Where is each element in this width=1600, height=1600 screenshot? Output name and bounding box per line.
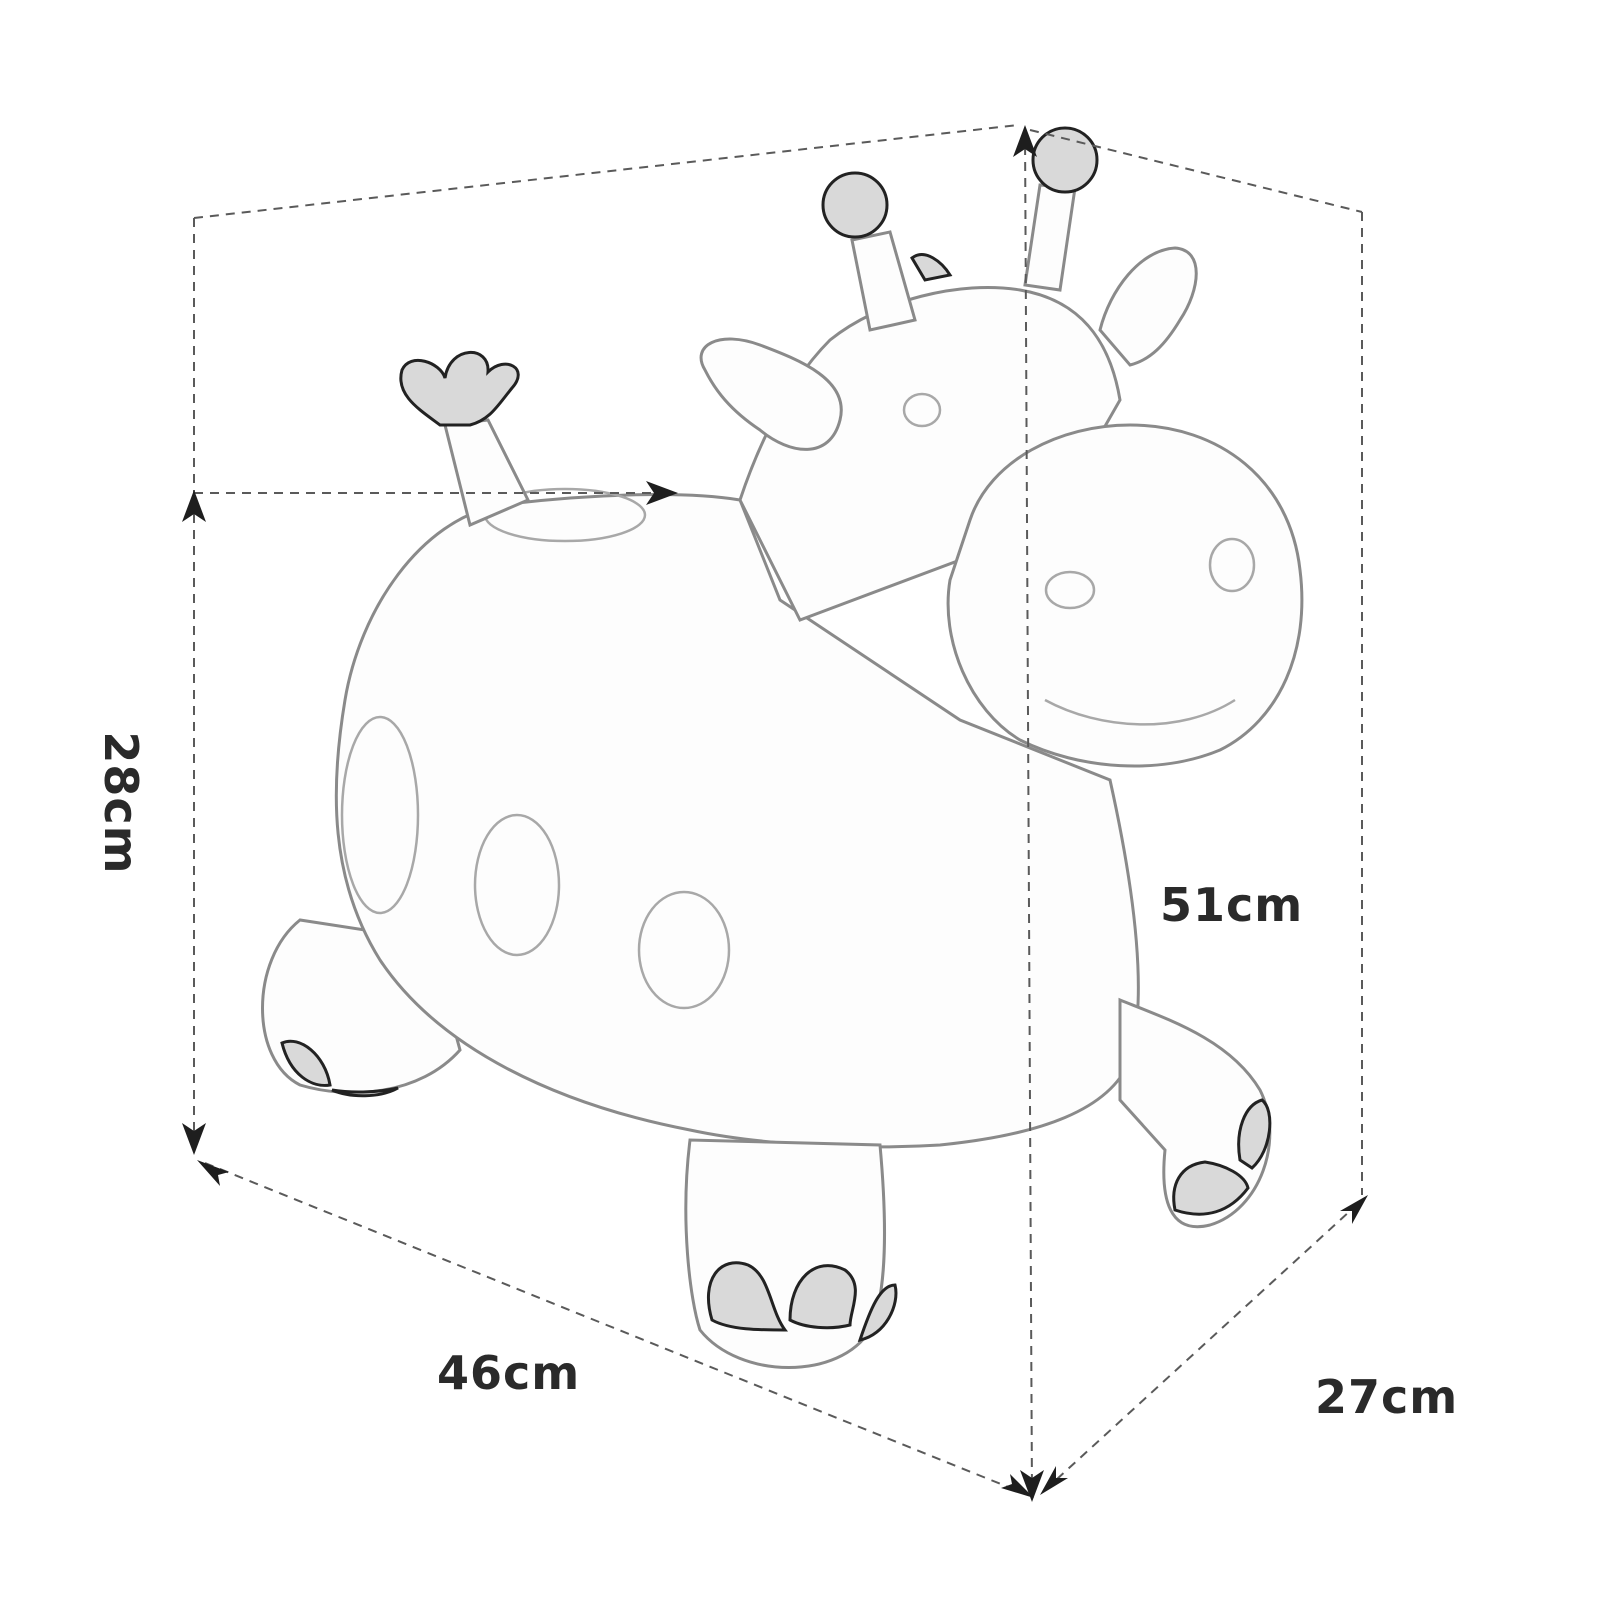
overall-height-label: 51cm — [1160, 878, 1304, 932]
rear-handle-knob — [399, 350, 520, 427]
arrow-width-right — [1340, 1195, 1368, 1224]
body-spot-2 — [473, 813, 561, 957]
horn-back-tip — [910, 253, 953, 282]
nostril-left — [1044, 570, 1096, 610]
horn-right-knob — [1031, 126, 1099, 194]
ear-left — [699, 337, 843, 451]
dimension-guides — [193, 124, 1363, 1496]
arrow-length-left — [197, 1160, 229, 1186]
width-guide-line — [1044, 1199, 1363, 1491]
toy-muzzle — [946, 423, 1304, 768]
arrow-length-right — [1001, 1474, 1034, 1498]
arrow-seat-right — [646, 481, 678, 505]
top-back-edge — [193, 124, 1019, 219]
arrow-overall-top — [1013, 125, 1037, 157]
height-label: 28cm — [94, 731, 148, 875]
arrowheads — [182, 125, 1368, 1502]
front-hoof-c — [857, 1283, 898, 1342]
width-label: 27cm — [1315, 1370, 1459, 1424]
front-hoof-a — [706, 1261, 788, 1332]
toy-mouth — [1044, 698, 1236, 726]
toy-eye — [902, 392, 942, 428]
body-spot-1 — [340, 715, 420, 915]
body-spot-3 — [637, 890, 731, 1010]
length-guide-line — [204, 1162, 1029, 1496]
overall-height-guide-line — [1024, 129, 1033, 1496]
right-hoof-b — [1237, 1098, 1272, 1170]
ear-right — [1098, 246, 1198, 367]
right-hoof-a — [1172, 1160, 1250, 1216]
arrow-overall-bottom — [1020, 1470, 1044, 1502]
horn-right-stem — [1023, 183, 1077, 292]
top-right-edge — [1029, 129, 1363, 213]
back-left-hoof-b — [331, 1086, 399, 1098]
length-label: 46cm — [437, 1346, 581, 1400]
horn-left-knob — [821, 171, 889, 239]
arrow-width-left — [1040, 1466, 1068, 1495]
horn-left-stem — [850, 230, 917, 332]
arrow-height-top — [182, 490, 206, 522]
back-left-hoof — [280, 1039, 332, 1087]
front-hoof-b — [788, 1264, 857, 1330]
front-leg-center — [684, 1138, 886, 1369]
arrow-height-bottom — [182, 1123, 206, 1155]
toy-sketch — [261, 126, 1304, 1369]
nostril-right — [1208, 537, 1256, 593]
